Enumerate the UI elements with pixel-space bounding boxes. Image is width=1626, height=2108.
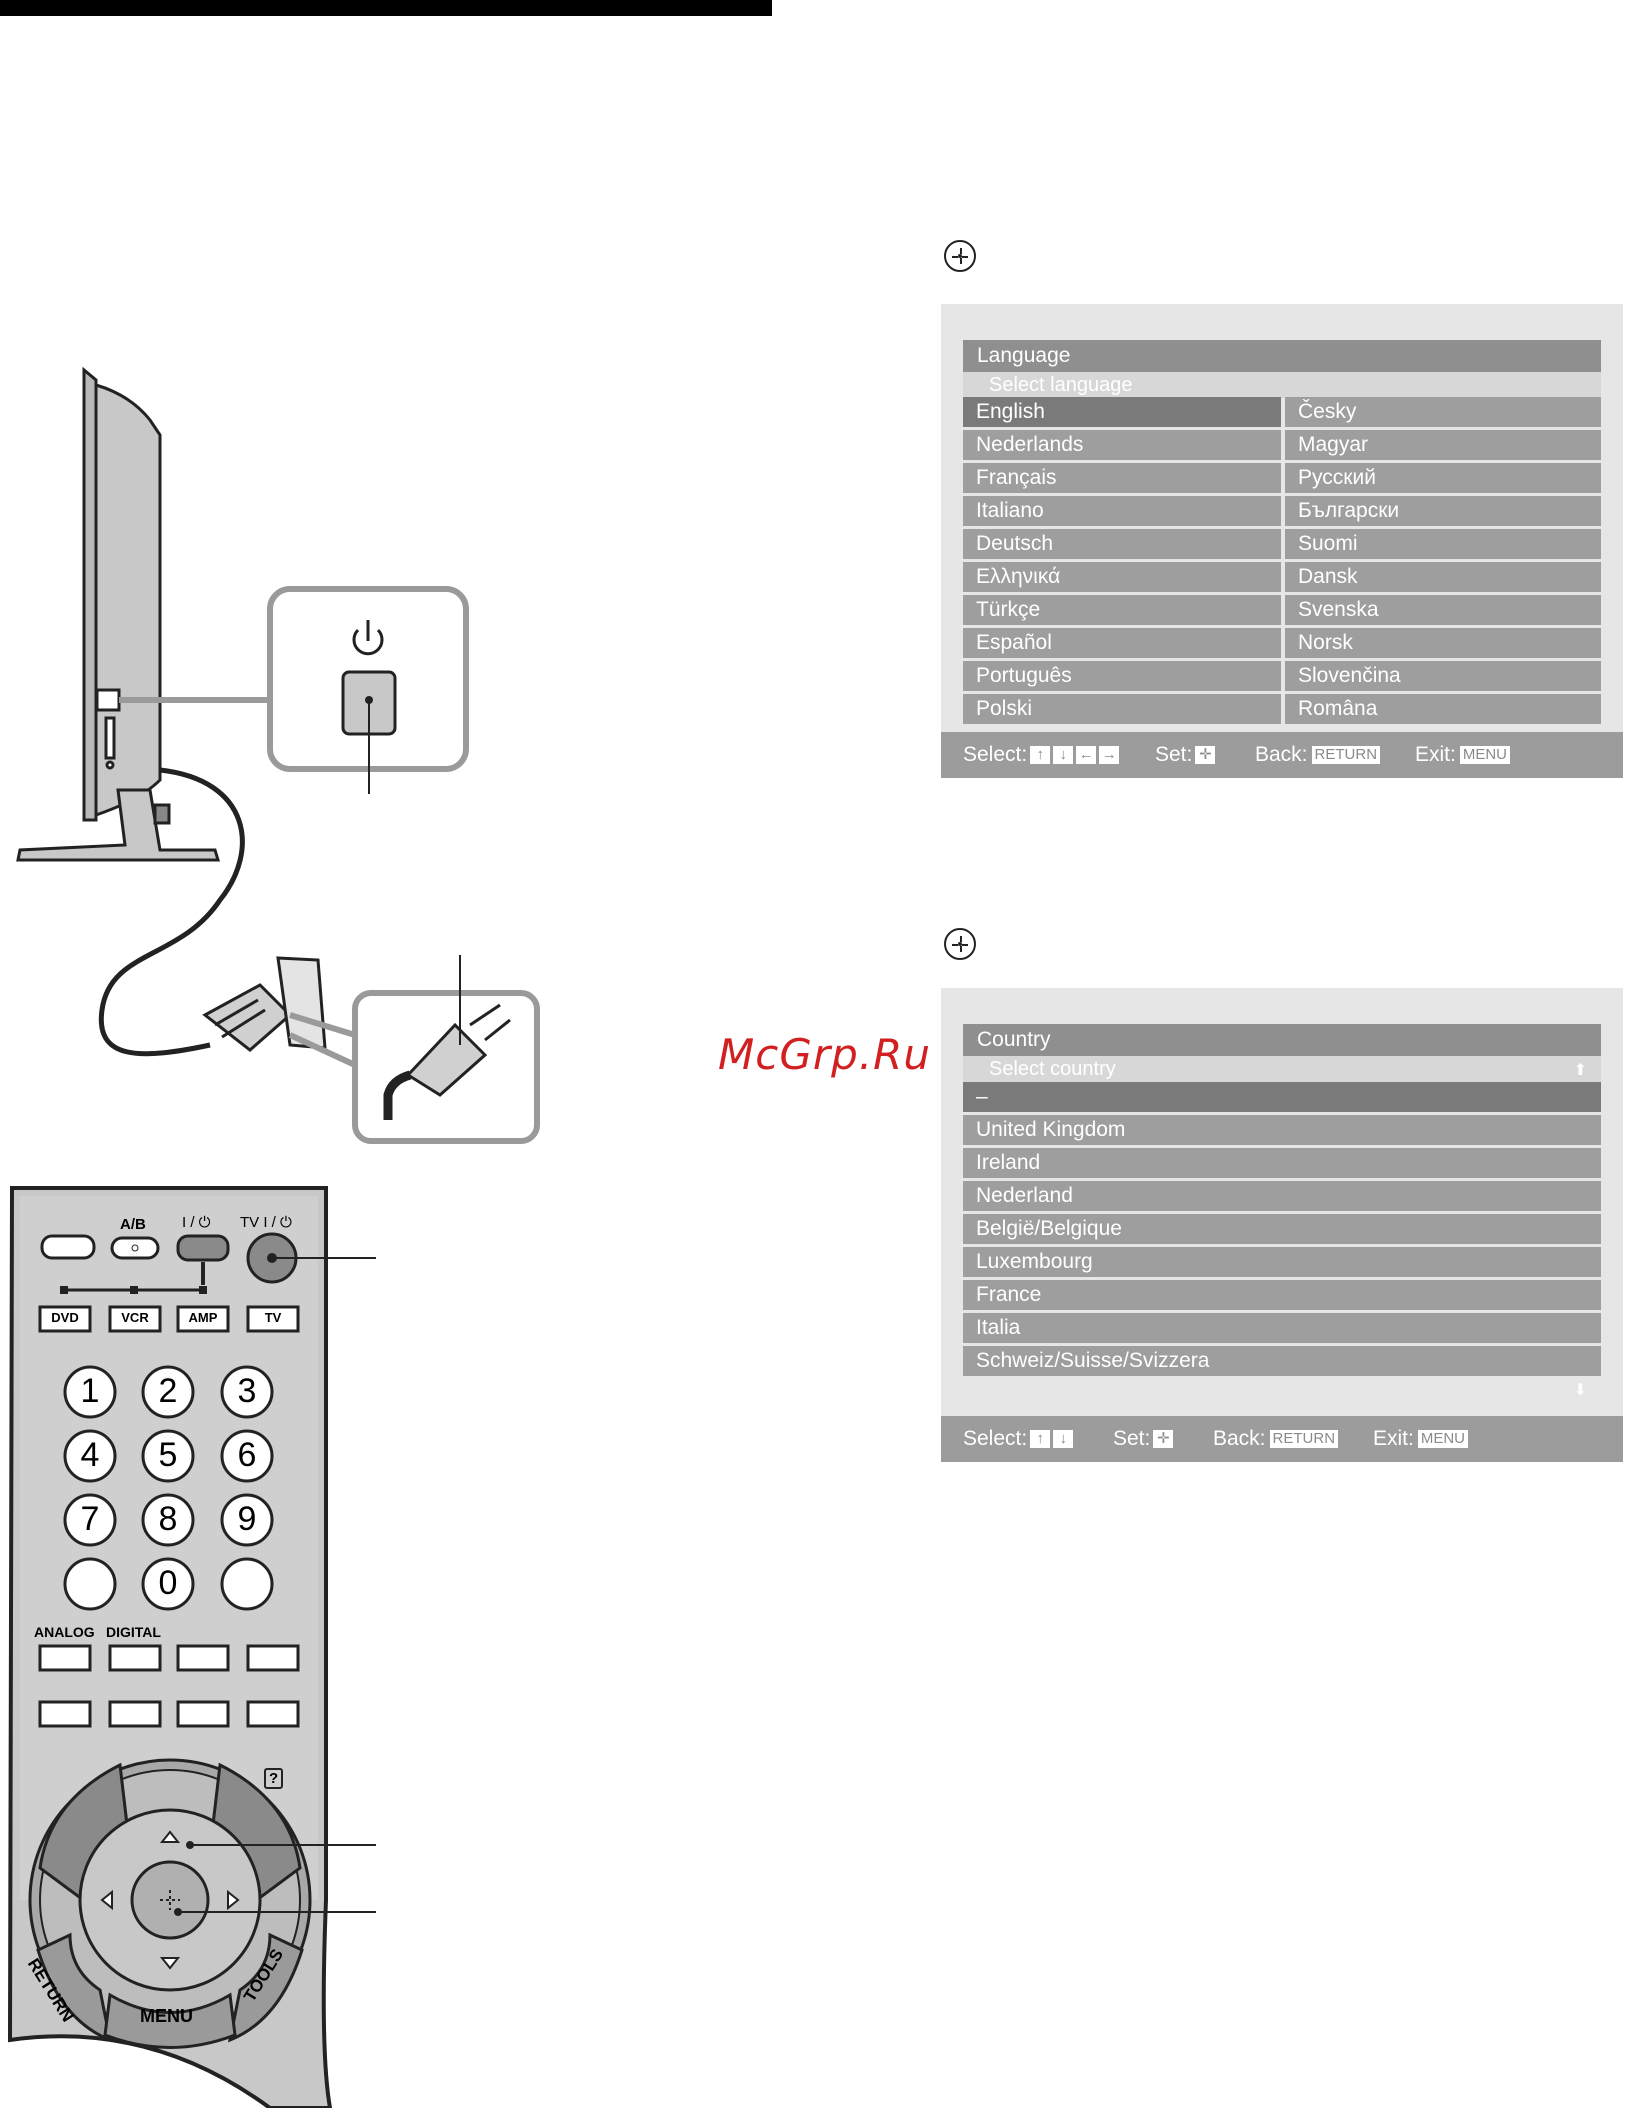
remote-digit-8[interactable]: 8 bbox=[158, 1500, 178, 1538]
country-option-france[interactable]: France bbox=[963, 1280, 1601, 1310]
footer-exit: Exit:MENU bbox=[1373, 1416, 1469, 1462]
power-button-callout bbox=[119, 586, 469, 794]
footer-set: Set:✛ bbox=[1113, 1416, 1174, 1462]
country-menu-title: Country bbox=[963, 1024, 1601, 1056]
language-option-suomi[interactable]: Suomi bbox=[1285, 529, 1601, 559]
footer-back: Back:RETURN bbox=[1255, 732, 1381, 778]
language-option-deutsch[interactable]: Deutsch bbox=[963, 529, 1281, 559]
remote-label-tv-power: TV I / ⏻ bbox=[240, 1214, 292, 1231]
scroll-down-icon[interactable]: ⬇ bbox=[1573, 1382, 1587, 1399]
plug-icon bbox=[383, 1003, 511, 1120]
remote-digit-6[interactable]: 6 bbox=[237, 1436, 257, 1474]
country-menu-footer: Select:↑↓ Set:✛ Back:RETURN Exit:MENU bbox=[941, 1416, 1623, 1462]
top-rule bbox=[0, 0, 772, 16]
footer-select: Select:↑↓ bbox=[963, 1416, 1074, 1462]
language-menu-screen: Language Select language English Nederla… bbox=[941, 304, 1623, 778]
remote-label-menu[interactable]: MENU bbox=[140, 2006, 193, 2026]
remote-label-help: ? bbox=[264, 1768, 284, 1789]
country-option-luxembourg[interactable]: Luxembourg bbox=[963, 1247, 1601, 1277]
language-option-dansk[interactable]: Dansk bbox=[1285, 562, 1601, 592]
language-option-magyar[interactable]: Magyar bbox=[1285, 430, 1601, 460]
language-option-english[interactable]: English bbox=[963, 397, 1281, 427]
language-option-bulgarian[interactable]: Български bbox=[1285, 496, 1601, 526]
language-option-portugues[interactable]: Português bbox=[963, 661, 1281, 691]
language-option-italiano[interactable]: Italiano bbox=[963, 496, 1281, 526]
footer-set: Set:✛ bbox=[1155, 732, 1216, 778]
language-option-francais[interactable]: Français bbox=[963, 463, 1281, 493]
joystick-ok-icon bbox=[944, 240, 976, 272]
remote-digit-2[interactable]: 2 bbox=[158, 1372, 178, 1410]
language-menu-subtitle: Select language bbox=[963, 372, 1601, 398]
language-menu-title: Language bbox=[963, 340, 1601, 372]
arrow-up-icon: ↑ bbox=[1030, 746, 1051, 765]
joystick-ok-icon: ✛ bbox=[1195, 746, 1216, 765]
language-option-svenska[interactable]: Svenska bbox=[1285, 595, 1601, 625]
country-menu-screen: Country Select country ⬆ – United Kingdo… bbox=[941, 988, 1623, 1462]
remote-button-dvd[interactable]: DVD bbox=[51, 1310, 79, 1325]
remote-label-ab: A/B bbox=[120, 1216, 146, 1233]
language-option-cesky[interactable]: Česky bbox=[1285, 397, 1601, 427]
remote-digit-3[interactable]: 3 bbox=[237, 1372, 257, 1410]
watermark: McGrp.Ru bbox=[718, 1030, 931, 1079]
joystick-ok-icon: ✛ bbox=[1153, 1430, 1174, 1449]
language-option-nederlands[interactable]: Nederlands bbox=[963, 430, 1281, 460]
country-option-italia[interactable]: Italia bbox=[963, 1313, 1601, 1343]
remote-label-power: I / ⏻ bbox=[182, 1214, 211, 1231]
arrow-up-icon: ↑ bbox=[1030, 1430, 1051, 1449]
arrow-down-icon: ↓ bbox=[1053, 1430, 1074, 1449]
country-menu-subtitle: Select country bbox=[963, 1056, 1601, 1082]
arrow-right-icon: → bbox=[1099, 746, 1120, 765]
country-option-nederland[interactable]: Nederland bbox=[963, 1181, 1601, 1211]
language-option-romana[interactable]: Româna bbox=[1285, 694, 1601, 724]
footer-select: Select:↑↓←→ bbox=[963, 732, 1120, 778]
language-option-slovencina[interactable]: Slovenčina bbox=[1285, 661, 1601, 691]
remote-label-analog: ANALOG bbox=[34, 1624, 95, 1640]
remote-digit-7[interactable]: 7 bbox=[80, 1500, 100, 1538]
footer-exit: Exit:MENU bbox=[1415, 732, 1511, 778]
remote-digit-4[interactable]: 4 bbox=[80, 1436, 100, 1474]
language-option-greek[interactable]: Ελληνικά bbox=[963, 562, 1281, 592]
arrow-left-icon: ← bbox=[1076, 746, 1097, 765]
power-icon bbox=[352, 620, 384, 656]
country-option-switzerland[interactable]: Schweiz/Suisse/Svizzera bbox=[963, 1346, 1601, 1376]
country-option-belgium[interactable]: België/Belgique bbox=[963, 1214, 1601, 1244]
remote-button-tv[interactable]: TV bbox=[264, 1310, 282, 1325]
remote-button-vcr[interactable]: VCR bbox=[121, 1310, 149, 1325]
remote-button-amp[interactable]: AMP bbox=[188, 1310, 218, 1325]
language-option-espanol[interactable]: Español bbox=[963, 628, 1281, 658]
country-option-ireland[interactable]: Ireland bbox=[963, 1148, 1601, 1178]
language-option-polski[interactable]: Polski bbox=[963, 694, 1281, 724]
scroll-up-icon[interactable]: ⬆ bbox=[1573, 1062, 1587, 1079]
remote-digit-0[interactable]: 0 bbox=[158, 1564, 178, 1602]
footer-back: Back:RETURN bbox=[1213, 1416, 1339, 1462]
country-option-united-kingdom[interactable]: United Kingdom bbox=[963, 1115, 1601, 1145]
remote-illustration bbox=[7, 1186, 376, 2108]
country-option-none[interactable]: – bbox=[963, 1082, 1601, 1112]
remote-digit-5[interactable]: 5 bbox=[158, 1436, 178, 1474]
language-option-turkce[interactable]: Türkçe bbox=[963, 595, 1281, 625]
remote-digit-1[interactable]: 1 bbox=[80, 1372, 100, 1410]
arrow-down-icon: ↓ bbox=[1053, 746, 1074, 765]
remote-label-digital: DIGITAL bbox=[106, 1624, 161, 1640]
joystick-ok-icon bbox=[944, 928, 976, 960]
language-menu-footer: Select:↑↓←→ Set:✛ Back:RETURN Exit:MENU bbox=[941, 732, 1623, 778]
language-option-russian[interactable]: Русский bbox=[1285, 463, 1601, 493]
plug-callout bbox=[288, 955, 540, 1144]
remote-digit-9[interactable]: 9 bbox=[237, 1500, 257, 1538]
language-option-norsk[interactable]: Norsk bbox=[1285, 628, 1601, 658]
